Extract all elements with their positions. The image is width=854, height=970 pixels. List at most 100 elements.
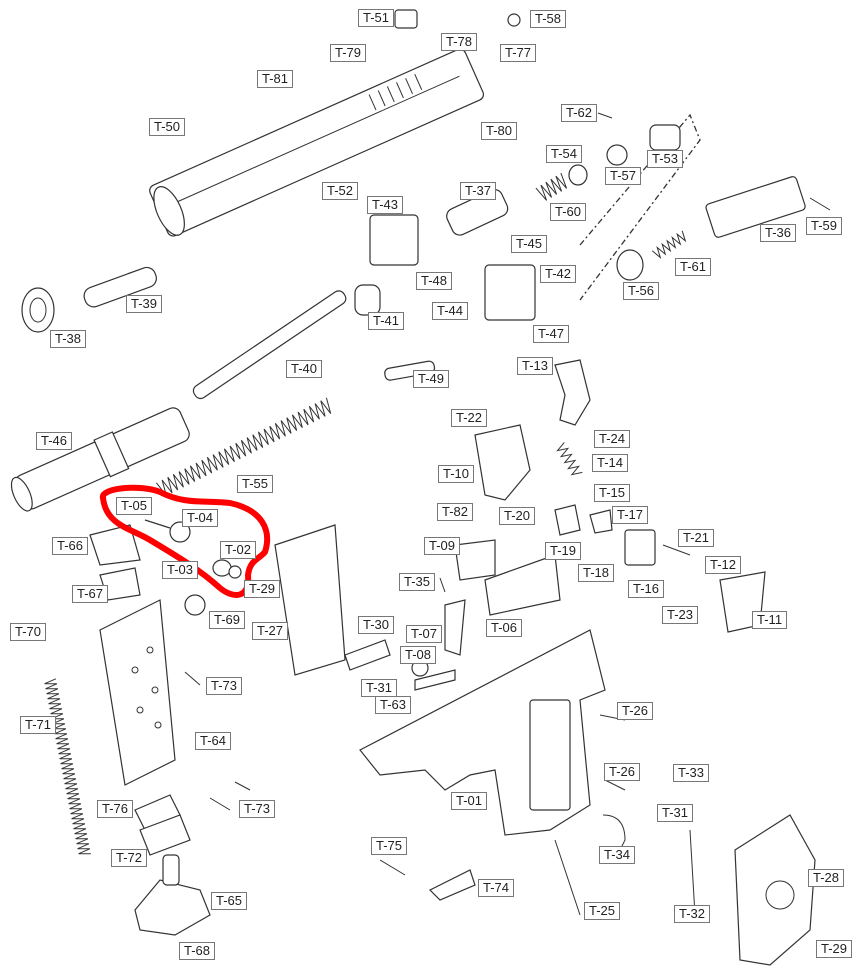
- part-label: T-70: [10, 623, 47, 641]
- loading-nozzle-part: [384, 360, 436, 381]
- part-label: T-08: [400, 646, 437, 664]
- magazine-base-part: [134, 879, 211, 936]
- part-label: T-31: [361, 679, 398, 697]
- part-label: T-60: [550, 203, 587, 221]
- part-label: T-48: [416, 272, 453, 290]
- piston-spring: [651, 230, 687, 259]
- part-label: T-01: [451, 792, 488, 810]
- trigger-part: [444, 599, 466, 656]
- piston-head-part: [616, 249, 644, 281]
- hammer-spring: [556, 442, 583, 476]
- part-label: T-82: [437, 503, 474, 521]
- part-label: T-31: [657, 804, 694, 822]
- part-label: T-71: [20, 716, 57, 734]
- part-label: T-79: [330, 44, 367, 62]
- part-label: T-37: [460, 182, 497, 200]
- part-label: T-75: [371, 837, 408, 855]
- part-label: T-42: [540, 265, 577, 283]
- grip-panel-part: [274, 524, 346, 676]
- outer-barrel-part: [10, 407, 190, 512]
- part-label: T-50: [149, 118, 186, 136]
- trigger-bar-part: [624, 529, 656, 566]
- part-label: T-63: [375, 696, 412, 714]
- slide-part: [149, 48, 485, 237]
- part-label: T-78: [441, 33, 478, 51]
- part-label: T-59: [806, 217, 843, 235]
- part-label: T-68: [179, 942, 216, 960]
- part-label: T-09: [424, 537, 461, 555]
- part-label: T-54: [546, 145, 583, 163]
- sear-housing-part: [474, 424, 531, 501]
- part-label: T-41: [368, 312, 405, 330]
- part-label: T-43: [367, 196, 404, 214]
- bushing-part: [21, 287, 55, 333]
- part-label: T-57: [605, 167, 642, 185]
- cylinder-head-part: [649, 124, 681, 151]
- part-label: T-53: [647, 150, 684, 168]
- part-label: T-02: [220, 541, 257, 559]
- part-label: T-13: [517, 357, 554, 375]
- part-label: T-27: [252, 622, 289, 640]
- part-label: T-55: [237, 475, 274, 493]
- highlight-loop: [100, 484, 271, 598]
- magazine-spring: [44, 678, 91, 855]
- blowback-unit-part: [705, 176, 806, 238]
- part-label: T-24: [594, 430, 631, 448]
- part-label: T-10: [438, 465, 475, 483]
- part-label: T-56: [623, 282, 660, 300]
- part-label: T-74: [478, 879, 515, 897]
- part-label: T-80: [481, 122, 518, 140]
- part-label: T-64: [195, 732, 232, 750]
- part-label: T-45: [511, 235, 548, 253]
- part-label: T-58: [530, 10, 567, 28]
- part-label: T-40: [286, 360, 323, 378]
- part-label: T-21: [678, 529, 715, 547]
- magazine-part: [99, 599, 176, 786]
- part-label: T-29: [244, 580, 281, 598]
- part-label: T-22: [451, 409, 488, 427]
- part-label: T-19: [545, 542, 582, 560]
- part-label: T-39: [126, 295, 163, 313]
- magazine-catch-part: [484, 554, 561, 616]
- hopup-chamber-part: [369, 214, 419, 266]
- part-label: T-49: [413, 370, 450, 388]
- part-label: T-35: [399, 573, 436, 591]
- part-label: T-04: [182, 509, 219, 527]
- part-label: T-26: [617, 702, 654, 720]
- part-label: T-67: [72, 585, 109, 603]
- inner-barrel-part: [192, 290, 347, 400]
- part-label: T-38: [50, 330, 87, 348]
- nozzle-part: [354, 284, 381, 316]
- valve-spring: [535, 172, 568, 201]
- part-label: T-46: [36, 432, 73, 450]
- part-label: T-44: [432, 302, 469, 320]
- part-label: T-62: [561, 104, 598, 122]
- part-label: T-29: [816, 940, 853, 958]
- part-label: T-06: [486, 619, 523, 637]
- part-label: T-26: [604, 763, 641, 781]
- part-label: T-73: [206, 677, 243, 695]
- part-label: T-69: [209, 611, 246, 629]
- part-label: T-52: [322, 182, 359, 200]
- part-label: T-32: [674, 905, 711, 923]
- part-label: T-16: [628, 580, 665, 598]
- part-label: T-20: [499, 507, 536, 525]
- part-label: T-61: [675, 258, 712, 276]
- part-label: T-05: [116, 497, 153, 515]
- part-label: T-23: [662, 606, 699, 624]
- part-label: T-11: [752, 611, 788, 629]
- part-label: T-28: [808, 869, 845, 887]
- right-grip-part: [734, 814, 816, 966]
- part-label: T-07: [406, 625, 443, 643]
- hammer-part: [554, 359, 591, 426]
- part-label: T-15: [594, 484, 631, 502]
- part-label: T-66: [52, 537, 89, 555]
- part-label: T-73: [239, 800, 276, 818]
- disconnector-part: [454, 539, 496, 581]
- guide-part: [83, 266, 157, 308]
- part-label: T-36: [760, 224, 797, 242]
- part-label: T-33: [673, 764, 710, 782]
- part-label: T-34: [599, 846, 636, 864]
